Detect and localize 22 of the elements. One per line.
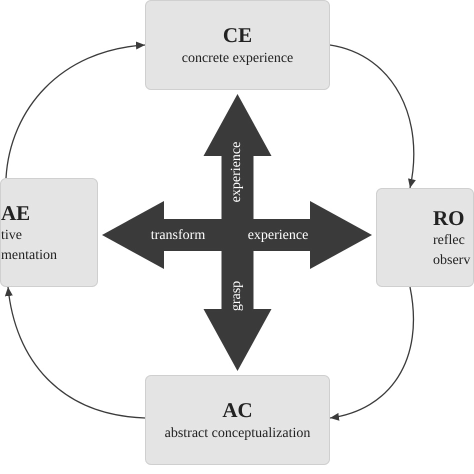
stage-name: concrete experience [182,50,294,68]
stage-abbreviation: RO [433,205,464,232]
double-arrow [204,94,272,371]
stage-box [0,178,98,287]
stage-name: tive mentation [1,227,58,265]
curved-arrow [5,42,146,178]
curved-arrow [330,286,414,420]
stage-box [145,375,330,465]
stage-name: reflec observ [433,232,472,270]
stage-abbreviation: CE [222,22,252,48]
stage-abbreviation: AC [222,397,253,424]
arrow-label: grasp [230,280,244,312]
curved-arrow [330,44,416,188]
arrow-label: experience [230,142,244,202]
stage-abbreviation: AE [1,200,30,226]
double-arrow [102,201,372,269]
stage-box [376,188,474,287]
stage-box [145,0,330,90]
stage-name: abstract conceptualization [164,424,310,442]
arrow-label: experience [248,229,308,243]
curved-arrow [5,286,146,419]
arrow-label: transform [150,229,206,243]
